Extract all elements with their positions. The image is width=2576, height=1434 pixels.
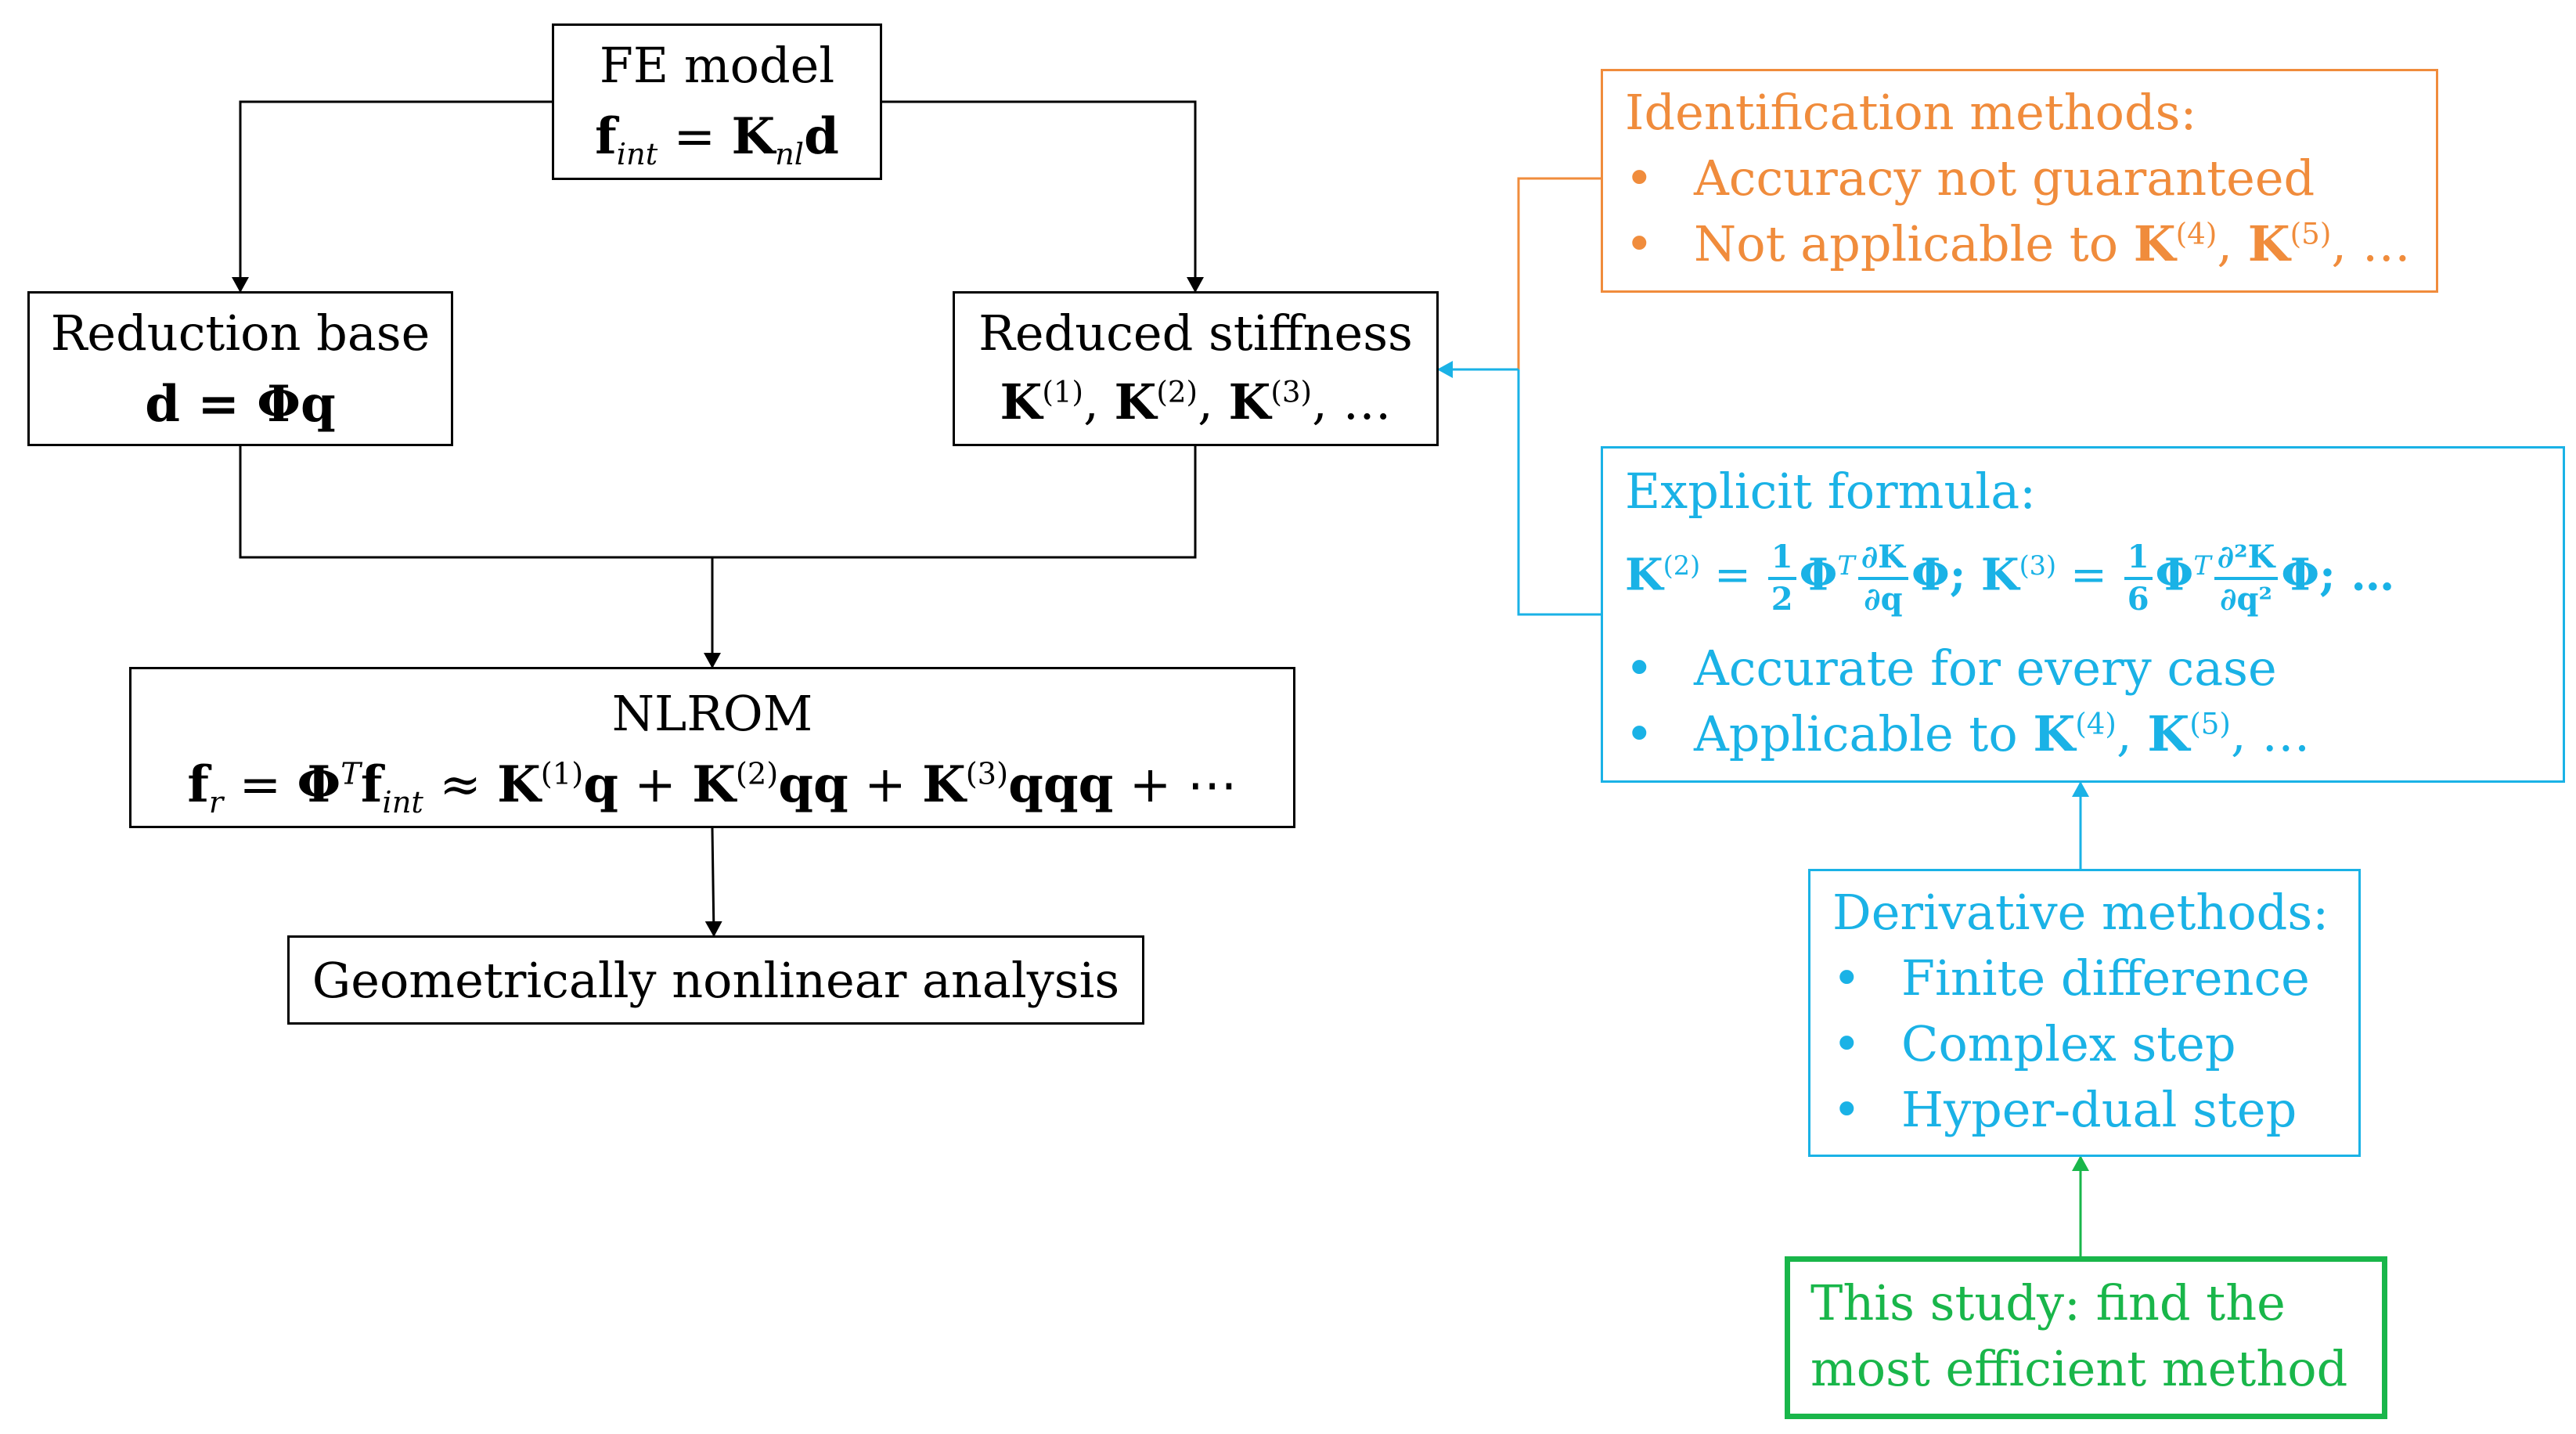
analysis-title: Geometrically nonlinear analysis: [312, 952, 1120, 1009]
arrow-fe-to-reduction-base: [232, 100, 552, 293]
reduced-stiffness-title: Reduced stiffness: [978, 304, 1413, 362]
reduction-base-equation: d = Φq: [145, 375, 336, 434]
reduction-base-title: Reduction base: [50, 304, 431, 362]
frac-dK-dq: ∂K∂q: [1857, 541, 1908, 616]
derivative-item-2: •Complex step: [1832, 1015, 2236, 1072]
identification-title: Identification methods:: [1625, 84, 2197, 141]
derivative-item-3: •Hyper-dual step: [1832, 1081, 2297, 1138]
nlrom-box: NLROM fr = ΦTfint ≈ K(1)q + K(2)qq + K(3…: [129, 667, 1295, 828]
this-study-box: This study: find the most efficient meth…: [1785, 1256, 2387, 1419]
cyan-connector: [1517, 369, 1601, 616]
analysis-box: Geometrically nonlinear analysis: [287, 935, 1144, 1025]
nlrom-equation: fr = ΦTfint ≈ K(1)q + K(2)qq + K(3)qqq +…: [187, 755, 1238, 820]
arrow-fe-to-reduced-stiffness: [882, 100, 1204, 293]
reduced-stiffness-terms: K(1), K(2), K(3), …: [1000, 373, 1392, 431]
arrow-nlrom-to-analysis: [704, 827, 722, 937]
derivative-title: Derivative methods:: [1832, 884, 2329, 941]
orange-connector: [1517, 177, 1601, 369]
reduction-base-box: Reduction base d = Φq: [27, 291, 453, 446]
identification-item-1: •Accuracy not guaranteed: [1625, 150, 2315, 207]
frac-d2K-dq2: ∂²K∂q²: [2214, 541, 2279, 616]
identification-methods-box: Identification methods: •Accuracy not gu…: [1601, 69, 2438, 293]
explicit-item-2: •Applicable to K(4), K(5), …: [1625, 705, 2311, 762]
fe-model-title: FE model: [599, 37, 835, 94]
derivative-item-1: •Finite difference: [1832, 949, 2310, 1007]
fe-model-box: FE model fint = Knld: [552, 23, 882, 180]
reduced-stiffness-box: Reduced stiffness K(1), K(2), K(3), …: [953, 291, 1439, 446]
nlrom-title: NLROM: [611, 685, 813, 742]
identification-item-2: •Not applicable to K(4), K(5), …: [1625, 215, 2411, 272]
this-study-line-1: This study: find the: [1810, 1274, 2286, 1331]
derivative-methods-box: Derivative methods: •Finite difference •…: [1808, 869, 2361, 1157]
this-study-line-2: most efficient method: [1810, 1340, 2348, 1397]
fe-model-equation: fint = Knld: [595, 107, 839, 172]
explicit-item-1: •Accurate for every case: [1625, 640, 2277, 697]
explicit-title: Explicit formula:: [1625, 463, 2037, 520]
join-line: [239, 446, 1197, 559]
